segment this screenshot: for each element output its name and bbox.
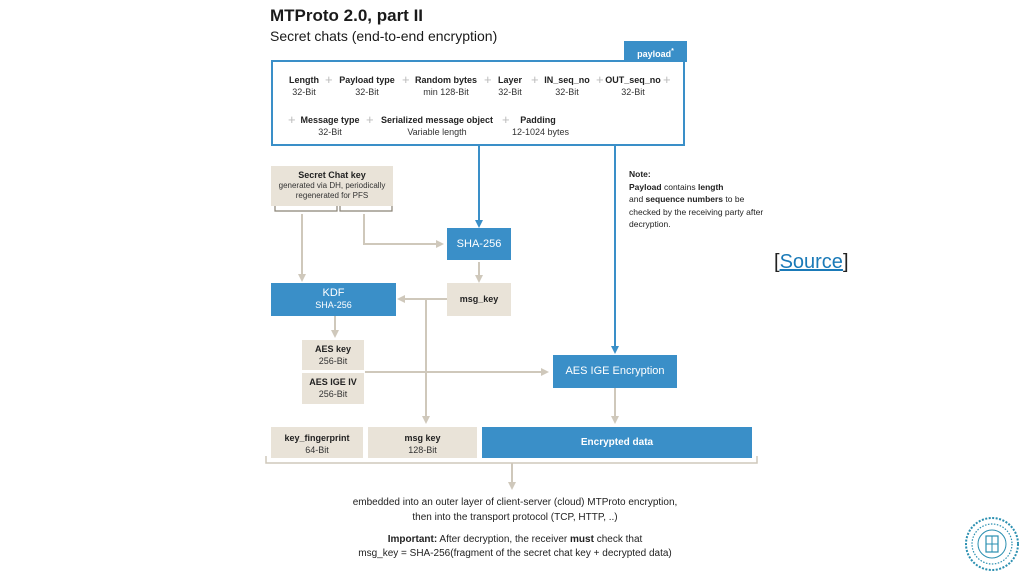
- payload-tab-label: payload: [637, 49, 672, 59]
- plus-icon: +: [502, 112, 510, 127]
- field-random-bytes: Random bytes min 128-Bit: [413, 74, 479, 98]
- aes-iv-title: AES IGE IV: [309, 377, 357, 387]
- field-layer-name: Layer: [497, 75, 523, 85]
- field-length: Length 32-Bit: [284, 74, 324, 98]
- note-bold-length: length: [698, 181, 724, 192]
- field-out-seq-no-name: OUT_seq_no: [605, 75, 661, 85]
- field-in-seq-no: IN_seq_no 32-Bit: [542, 74, 592, 98]
- payload-tab-marker: *: [671, 48, 674, 55]
- field-out-seq-no-size: 32-Bit: [621, 87, 645, 97]
- field-out-seq-no: OUT_seq_no 32-Bit: [605, 74, 661, 98]
- note-bold-payload: Payload: [629, 181, 662, 192]
- field-in-seq-no-size: 32-Bit: [555, 87, 579, 97]
- aes-key-size: 256-Bit: [318, 356, 348, 366]
- source-close-bracket: ]: [842, 251, 849, 273]
- plus-icon: +: [402, 72, 410, 87]
- diagram-title: MTProto 2.0, part II: [270, 6, 424, 25]
- key-fingerprint-size: 64-Bit: [305, 445, 329, 455]
- field-padding: Padding 12-1024 bytes: [512, 114, 570, 138]
- footer-important: Important: After decryption, the receive…: [270, 533, 760, 547]
- field-serialized-object-name: Serialized message object: [380, 115, 494, 125]
- payload-note: Note: Payload contains length and sequen…: [629, 168, 769, 231]
- msg-key-output-size: 128-Bit: [408, 445, 437, 455]
- msg-key-node: msg_key: [447, 283, 511, 316]
- key-fingerprint-title: key_fingerprint: [284, 433, 350, 443]
- field-serialized-object: Serialized message object Variable lengt…: [378, 114, 496, 138]
- important-text-b: check that: [593, 534, 643, 545]
- kdf-title: KDF: [322, 287, 345, 299]
- field-in-seq-no-name: IN_seq_no: [544, 75, 590, 85]
- field-random-bytes-name: Random bytes: [414, 75, 477, 85]
- aes-key-title: AES key: [314, 344, 352, 354]
- kdf-subtitle: SHA-256: [315, 300, 352, 310]
- plus-icon: +: [484, 72, 492, 87]
- field-random-bytes-size: min 128-Bit: [423, 87, 469, 97]
- field-payload-type: Payload type 32-Bit: [337, 74, 397, 98]
- encrypted-data-box: Encrypted data: [482, 427, 752, 458]
- field-length-size: 32-Bit: [292, 87, 316, 97]
- field-padding-name: Padding: [520, 115, 556, 125]
- secret-chat-key-desc: generated via DH, periodically regenerat…: [278, 181, 386, 200]
- secret-key-bracket-left: [274, 206, 338, 212]
- plus-icon: +: [531, 72, 539, 87]
- field-payload-type-name: Payload type: [339, 75, 395, 85]
- important-must: must: [570, 534, 594, 545]
- field-message-type: Message type 32-Bit: [298, 114, 362, 138]
- aes-key-node: AES key 256-Bit: [302, 340, 364, 370]
- footer-line-4: msg_key = SHA-256(fragment of the secret…: [358, 548, 672, 559]
- note-heading: Note:: [629, 169, 651, 179]
- note-bold-seq: sequence numbers: [645, 194, 724, 204]
- field-layer-size: 32-Bit: [498, 87, 522, 97]
- plus-icon: +: [366, 112, 374, 127]
- aes-iv-node: AES IGE IV 256-Bit: [302, 373, 364, 404]
- field-message-type-size: 32-Bit: [318, 127, 342, 137]
- source-open-bracket: [: [774, 251, 780, 273]
- field-layer: Layer 32-Bit: [494, 74, 526, 98]
- footer-line-1: embedded into an outer layer of client-s…: [352, 497, 678, 508]
- diagram-subtitle: Secret chats (end-to-end encryption): [270, 28, 498, 44]
- field-message-type-name: Message type: [300, 115, 360, 125]
- secret-chat-key-title: Secret Chat key: [298, 170, 366, 180]
- footer-line-2: then into the transport protocol (TCP, H…: [412, 512, 618, 523]
- source-link[interactable]: Source: [779, 251, 843, 273]
- kdf-node: KDF SHA-256: [271, 283, 396, 316]
- aes-iv-size: 256-Bit: [318, 389, 348, 399]
- note-text-1: contains: [661, 181, 698, 192]
- plus-icon: +: [288, 112, 296, 127]
- msg-key-output-box: msg key 128-Bit: [368, 427, 477, 458]
- msg-key-output-title: msg key: [404, 433, 441, 443]
- field-padding-size: 12-1024 bytes: [512, 127, 570, 137]
- important-text-a: After decryption, the receiver: [437, 534, 571, 545]
- note-text-2: and: [629, 194, 646, 204]
- university-seal-logo: [965, 517, 1019, 571]
- plus-icon: +: [325, 72, 333, 87]
- aes-ige-encryption-node: AES IGE Encryption: [553, 355, 677, 388]
- payload-structure: [271, 60, 685, 146]
- payload-tab: payload*: [624, 41, 687, 62]
- field-payload-type-size: 32-Bit: [355, 87, 379, 97]
- source-citation: [Source]: [774, 251, 849, 274]
- plus-icon: +: [596, 72, 604, 87]
- secret-chat-key-box: Secret Chat key generated via DH, period…: [271, 166, 393, 206]
- important-label: Important:: [387, 534, 438, 545]
- field-length-name: Length: [289, 75, 319, 85]
- note-text-3: to be checked by the receiving party aft…: [629, 194, 764, 229]
- plus-icon: +: [663, 72, 671, 87]
- secret-key-bracket-right: [339, 206, 393, 212]
- sha256-node: SHA-256: [447, 228, 511, 260]
- key-fingerprint-box: key_fingerprint 64-Bit: [271, 427, 363, 458]
- field-serialized-object-size: Variable length: [407, 127, 467, 137]
- arrow-secret-sha: [363, 214, 444, 248]
